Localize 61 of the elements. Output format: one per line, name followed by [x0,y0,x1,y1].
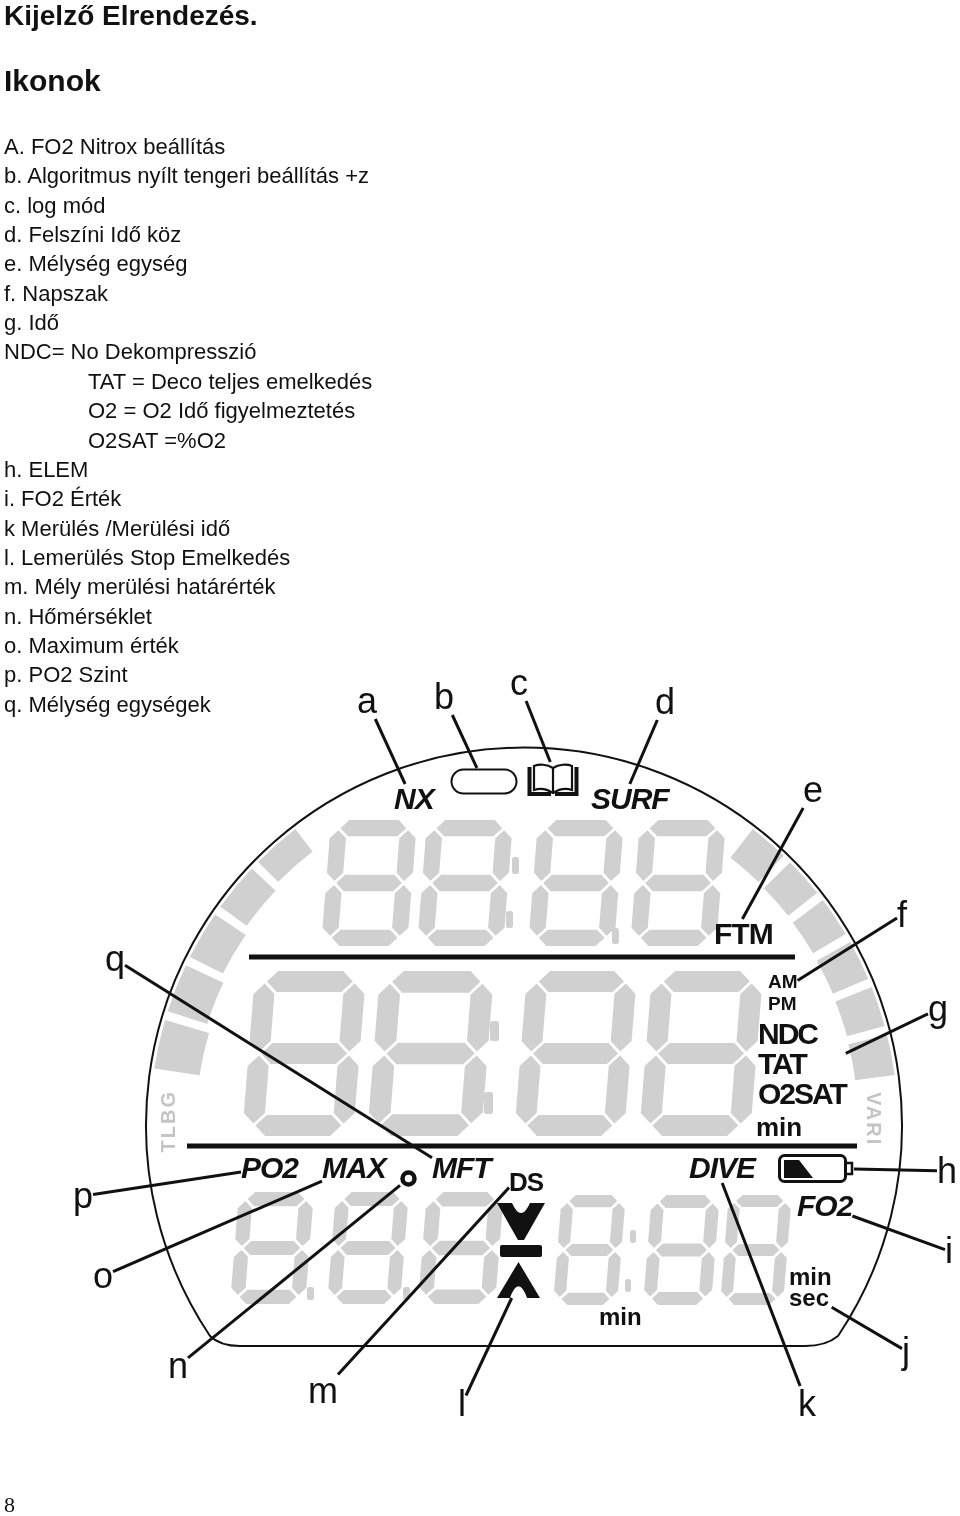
page-title: Kijelző Elrendezés. [4,2,258,30]
callout-letter: l [458,1386,466,1422]
callout-letter: c [510,665,528,701]
callout-letter: j [902,1333,910,1369]
leader-line [830,1305,903,1350]
callout-letter: h [937,1153,958,1189]
unit-label: sec [789,1287,830,1308]
indicator-label: PM [768,993,797,1015]
callout-letter: g [928,991,949,1027]
indicator-label: O2SAT [758,1079,846,1109]
indicator-label: AM [768,971,798,993]
indicator-label: SURF [591,784,669,814]
leader-line [628,719,659,785]
list-item: d. Felszíni Idő köz [4,224,182,246]
list-item: q. Mélység egységek [4,694,211,716]
leader-line [464,1297,514,1397]
list-item: TAT = Deco teljes emelkedés [88,371,373,393]
list-item: c. log mód [4,195,106,217]
unit-label: min [756,1114,803,1140]
list-item: p. PO2 Szint [4,664,128,686]
list-item: m. Mély merülési határérték [4,576,276,598]
indicator-label: TAT [758,1049,806,1079]
callout-letter: m [308,1373,338,1409]
list-item: n. Hőmérséklet [4,606,152,628]
list-item: O2 = O2 Idő figyelmeztetés [88,400,356,422]
callout-letter: n [168,1348,189,1384]
callout-letter: b [434,679,455,715]
open-book-icon [527,762,579,796]
page-number: 8 [4,1494,15,1516]
scale-label: VARI [864,1092,884,1147]
callout-letter: q [105,941,126,977]
leader-line [373,718,407,785]
list-item: e. Mélység egység [4,253,188,275]
list-item: k Merülés /Merülési idő [4,518,231,540]
list-item: f. Napszak [4,283,108,305]
callout-letter: d [655,684,676,720]
indicator-label: NDC [758,1019,817,1049]
leader-line [524,700,552,763]
pill-outline-icon [450,768,518,795]
callout-letter: e [803,772,824,808]
list-item: l. Lemerülés Stop Emelkedés [4,547,291,569]
leader-line [450,714,479,769]
list-item: A. FO2 Nitrox beállítás [4,136,226,158]
unit-label: min [599,1305,642,1329]
list-item: g. Idő [4,312,60,334]
callout-letter: i [945,1233,953,1269]
callout-letter: p [73,1178,94,1214]
list-item: o. Maximum érték [4,635,179,657]
scale-label: TLBG [158,1090,178,1153]
list-item: O2SAT =%O2 [88,430,226,452]
list-item: NDC= No Dekompresszió [4,341,257,363]
callout-letter: a [357,683,378,719]
callout-letter: k [798,1386,816,1422]
list-item: b. Algoritmus nyílt tengeri beállítás +z [4,165,370,187]
unit-label: min [789,1266,832,1287]
callout-letter: f [897,897,907,933]
list-item: i. FO2 Érték [4,488,122,510]
callout-letter: o [93,1258,114,1294]
section-heading: Ikonok [4,66,101,96]
indicator-label: NX [394,784,434,814]
list-item: h. ELEM [4,459,89,481]
